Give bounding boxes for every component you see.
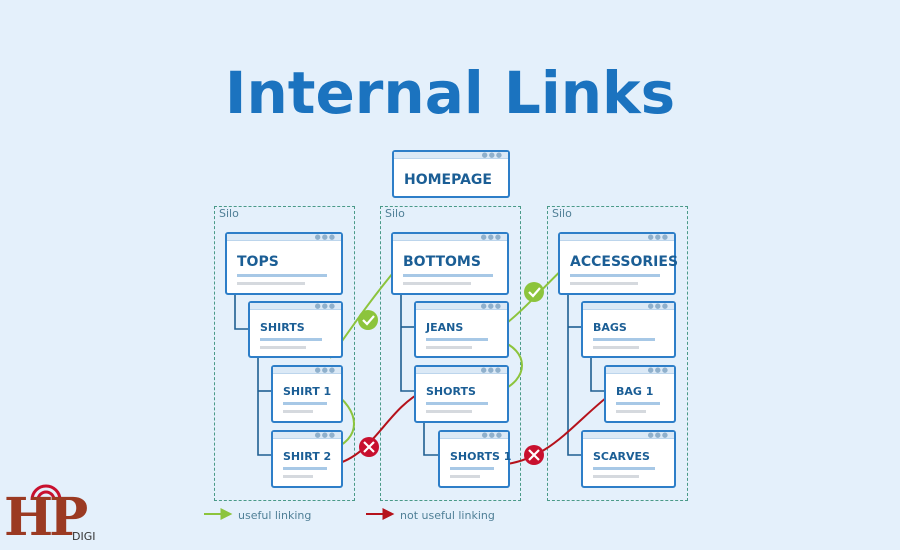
check-icon: [524, 282, 544, 302]
card-label: BOTTOMS: [403, 254, 481, 270]
logo-subtext: DIGI: [72, 530, 96, 543]
not-useful-links: [332, 388, 618, 466]
check-icon: [358, 310, 378, 330]
silo-label: Silo: [385, 207, 405, 220]
page-card-jeans[interactable]: ●●● JEANS: [414, 301, 509, 358]
homepage-card[interactable]: ●●● HOMEPAGE: [392, 150, 510, 198]
signal-icon: [30, 484, 62, 501]
homepage-label: HOMEPAGE: [404, 172, 492, 188]
tree-lines-tops: [234, 294, 273, 456]
page-card-scarves[interactable]: ●●● SCARVES: [581, 430, 676, 488]
silo-tops: Silo: [214, 206, 355, 501]
card-label: JEANS: [426, 321, 464, 334]
card-label: ACCESSORIES: [570, 254, 679, 270]
card-label: SCARVES: [593, 450, 650, 463]
category-card-tops[interactable]: ●●● TOPS: [225, 232, 343, 295]
card-label: BAG 1: [616, 385, 654, 398]
brand-logo: HP DIGI: [4, 482, 114, 548]
page-card-shirt-2[interactable]: ●●● SHIRT 2: [271, 430, 343, 488]
card-label: SHORTS: [426, 385, 476, 398]
cross-icon: [524, 445, 544, 465]
silo-label: Silo: [552, 207, 572, 220]
card-label: SHIRTS: [260, 321, 305, 334]
silo-bottoms: Silo: [380, 206, 521, 501]
logo-mark: HP: [4, 487, 88, 548]
card-label: SHORTS 1: [450, 450, 512, 463]
page-card-shorts-1[interactable]: ●●● SHORTS 1: [438, 430, 512, 488]
card-label: BAGS: [593, 321, 627, 334]
silo-accessories: Silo: [547, 206, 688, 501]
page-card-shorts[interactable]: ●●● SHORTS: [414, 365, 509, 423]
page-card-bag-1[interactable]: ●●● BAG 1: [604, 365, 676, 423]
page-card-bags[interactable]: ●●● BAGS: [581, 301, 676, 358]
legend-useful-label: useful linking: [238, 509, 312, 522]
tree-lines-bottoms: [400, 294, 440, 456]
page-card-shirts[interactable]: ●●● SHIRTS: [248, 301, 343, 358]
category-card-bottoms[interactable]: ●●● BOTTOMS: [391, 232, 509, 295]
category-card-accessories[interactable]: ●●● ACCESSORIES: [558, 232, 679, 295]
silo-label: Silo: [219, 207, 239, 220]
card-label: SHIRT 2: [283, 450, 332, 463]
card-label: TOPS: [237, 254, 279, 270]
legend-not-useful-label: not useful linking: [400, 509, 495, 522]
page-card-shirt-1[interactable]: ●●● SHIRT 1: [271, 365, 343, 423]
cross-icon: [359, 437, 379, 457]
card-label: SHIRT 1: [283, 385, 332, 398]
page-title: Internal Links: [224, 59, 676, 127]
tree-lines-accessories: [567, 294, 606, 456]
